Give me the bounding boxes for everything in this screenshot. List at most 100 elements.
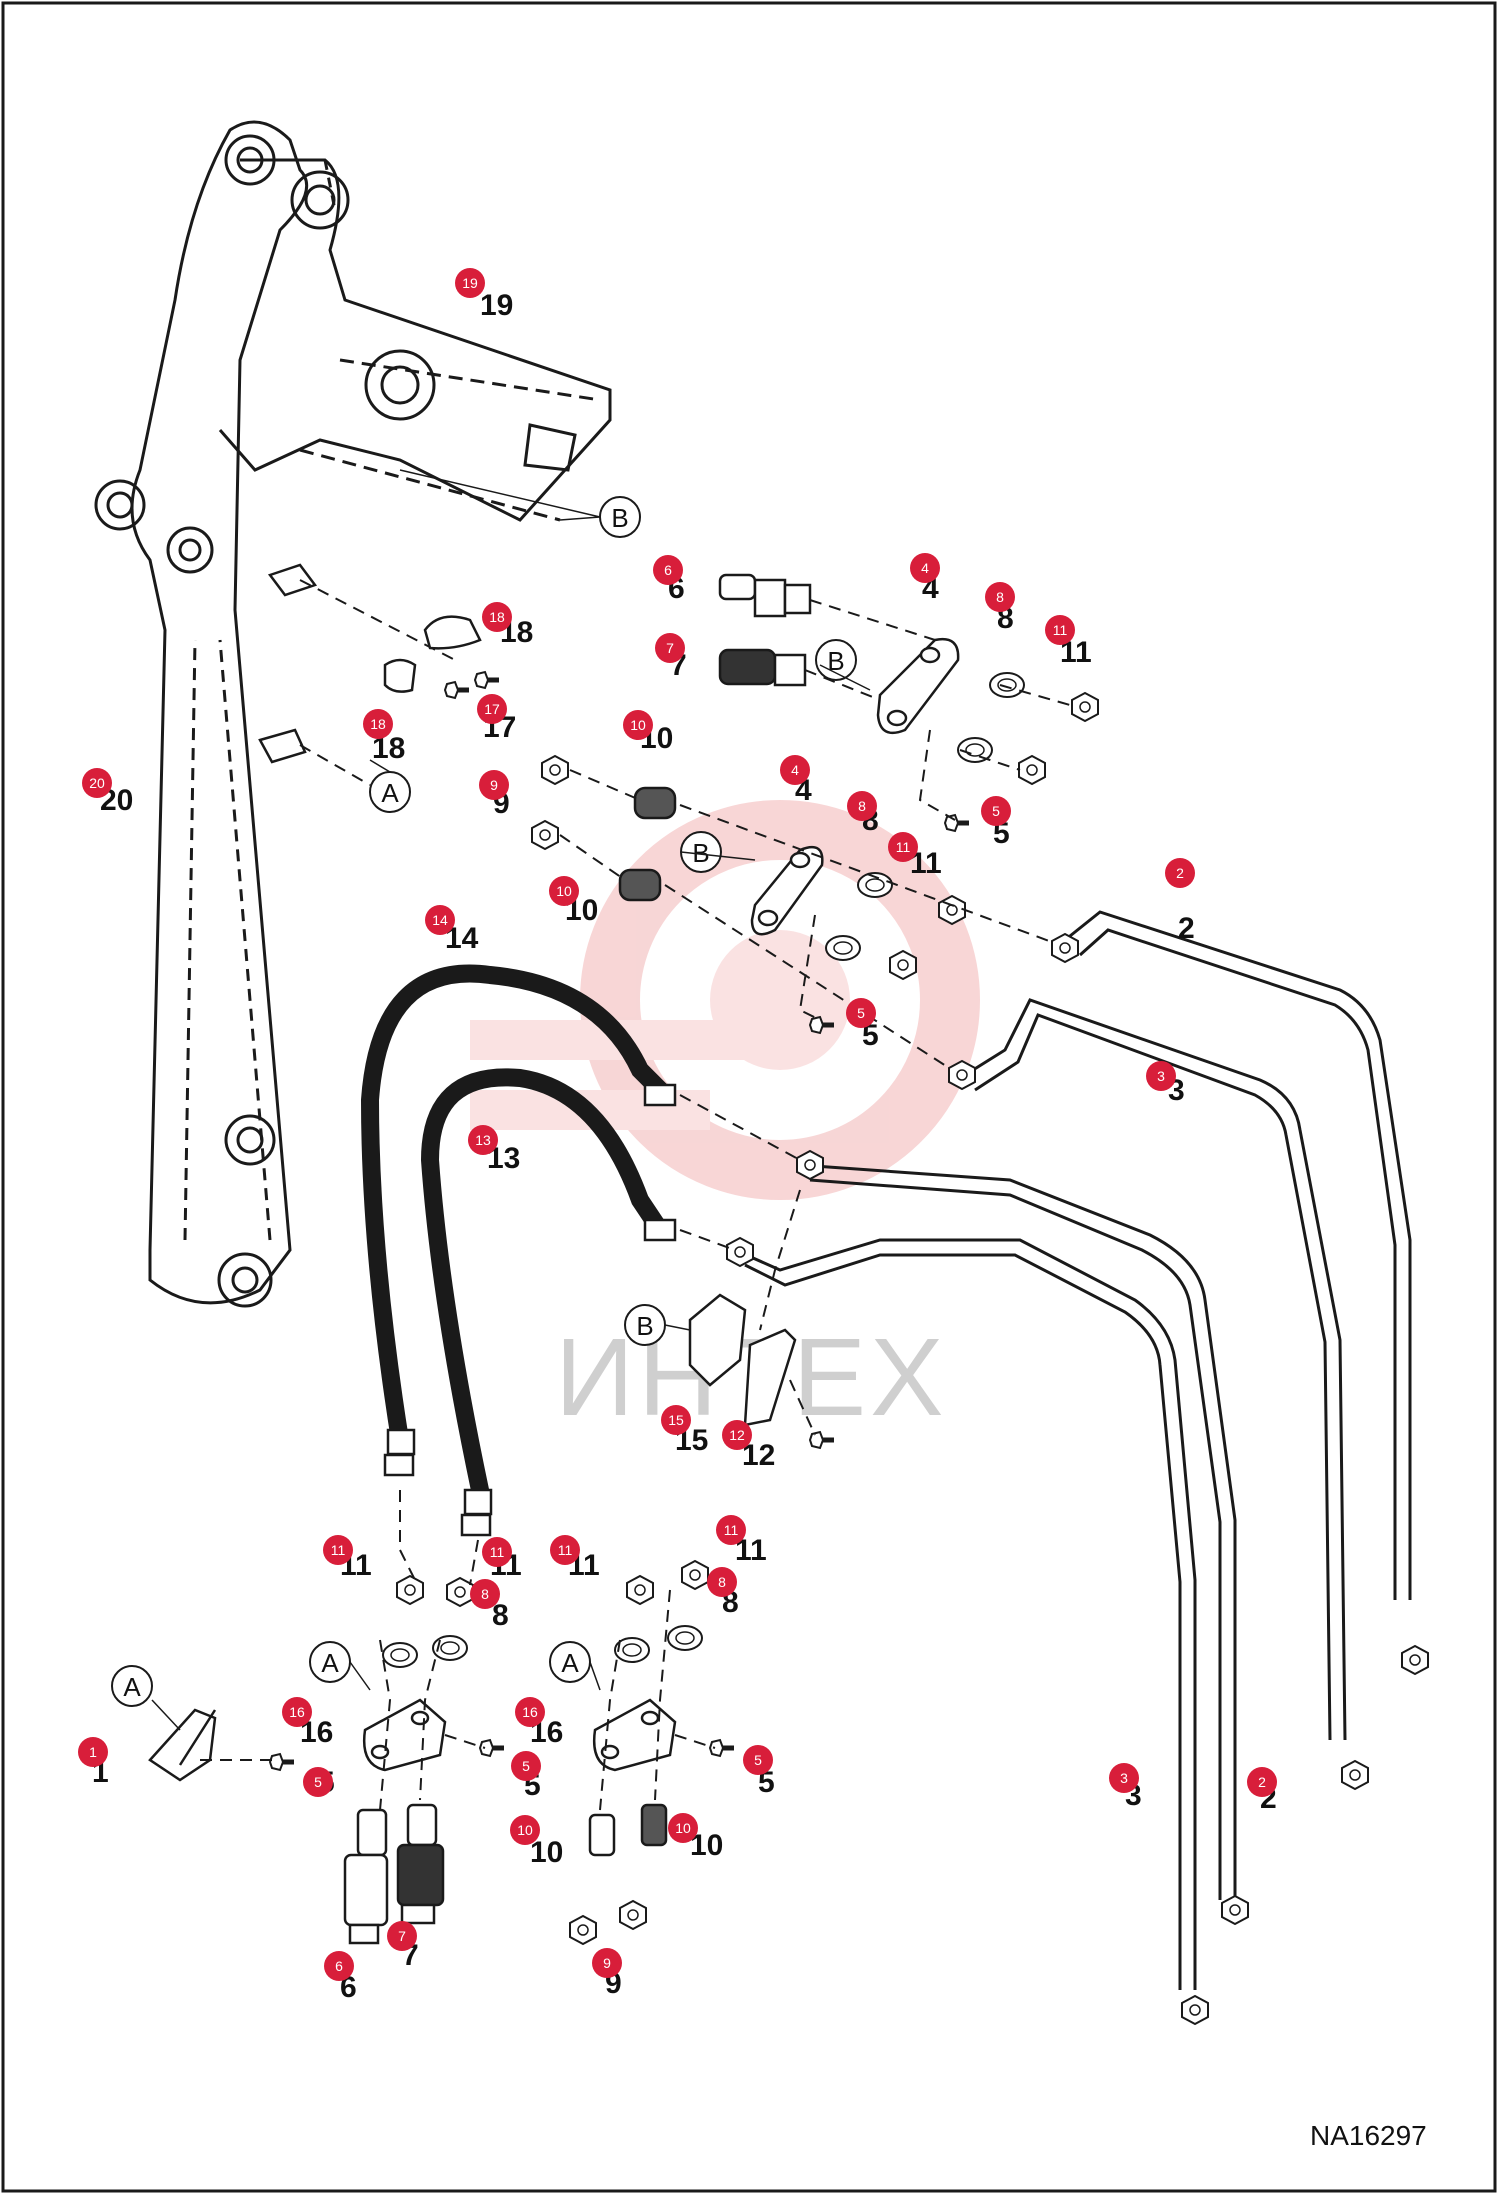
adapter-part-10-bottom (588, 1803, 668, 1857)
nut-part-11 (396, 1575, 424, 1605)
nut-part-9 (569, 1915, 597, 1945)
badge-13: 13 (468, 1125, 498, 1155)
badge-number: 6 (335, 1958, 343, 1974)
badge-number: 9 (603, 1955, 611, 1971)
coupler-part-7-top (718, 648, 807, 687)
badge-circle (510, 1815, 540, 1845)
badge-number: 11 (896, 839, 911, 855)
badge-circle (653, 555, 683, 585)
ref-label: A (321, 1648, 339, 1678)
nut-part-11 (1018, 755, 1046, 785)
badge-7: 7 (387, 1921, 417, 1951)
nut-part-9 (541, 755, 569, 785)
tube-end-fitting (1221, 1895, 1249, 1925)
callout-19: 19 (480, 289, 513, 322)
badge-circle (303, 1767, 333, 1797)
bracket-part-4-top (876, 637, 960, 735)
badge-number: 19 (462, 275, 478, 291)
nut-part-11 (626, 1575, 654, 1605)
badge-circle (655, 633, 685, 663)
badge-number: 9 (490, 777, 498, 793)
clamp-part-18 (383, 615, 482, 693)
badge-circle (425, 905, 455, 935)
badge-6: 6 (653, 555, 683, 585)
badge-number: 4 (921, 560, 929, 576)
badge-19: 19 (455, 268, 485, 298)
tube-fitting (1051, 933, 1079, 963)
badge-2: 2 (1165, 858, 1195, 888)
badge-number: 3 (1120, 1770, 1128, 1786)
badge-circle (1146, 1061, 1176, 1091)
tube-part-2 (799, 910, 1412, 1900)
badge-4: 4 (780, 755, 810, 785)
badge-3: 3 (1109, 1763, 1139, 1793)
badge-8: 8 (847, 791, 877, 821)
callout-2: 2 (1178, 912, 1195, 945)
badge-circle (1165, 858, 1195, 888)
badge-circle (549, 876, 579, 906)
ref-circle-a: A (369, 771, 411, 813)
badge-circle (985, 582, 1015, 612)
badge-8: 8 (985, 582, 1015, 612)
ref-label: B (827, 646, 844, 676)
badge-11: 11 (323, 1535, 353, 1565)
badge-circle (455, 268, 485, 298)
assembly-lines (759, 1189, 816, 1436)
ref-label: B (611, 503, 628, 533)
washer-part-8 (825, 935, 861, 961)
badge-circle (282, 1697, 312, 1727)
badge-number: 2 (1258, 1774, 1266, 1790)
washer-part-8 (989, 672, 1025, 698)
badge-8: 8 (707, 1567, 737, 1597)
badge-number: 16 (522, 1704, 538, 1720)
clamp-part-15 (688, 1293, 747, 1387)
badge-5: 5 (846, 998, 876, 1028)
badge-circle (482, 602, 512, 632)
badge-circle (716, 1515, 746, 1545)
badge-circle (1247, 1767, 1277, 1797)
badge-9: 9 (592, 1948, 622, 1978)
badge-circle (482, 1537, 512, 1567)
badge-circle (363, 709, 393, 739)
washer-part-8 (382, 1642, 418, 1668)
badge-1: 1 (78, 1737, 108, 1767)
arm-part-19 (218, 158, 612, 522)
badge-number: 10 (630, 717, 646, 733)
callout-5-mid: 5 (862, 1019, 879, 1052)
ref-label: B (692, 838, 709, 868)
badge-circle (468, 1125, 498, 1155)
callout-8-b1: 8 (492, 1599, 509, 1632)
badge-circle (82, 768, 112, 798)
badge-10: 10 (668, 1813, 698, 1843)
ref-circle-a: A (309, 1641, 351, 1683)
boom-part-20 (94, 120, 309, 1308)
badge-circle (78, 1737, 108, 1767)
badge-number: 13 (475, 1132, 491, 1148)
badge-circle (888, 832, 918, 862)
badge-18: 18 (363, 709, 393, 739)
callout-10-b1: 10 (530, 1836, 563, 1869)
badge-circle (1109, 1763, 1139, 1793)
badge-17: 17 (477, 694, 507, 724)
tube-end-fitting (1341, 1760, 1369, 1790)
badge-circle (592, 1948, 622, 1978)
badge-circle (477, 694, 507, 724)
badge-circle (910, 553, 940, 583)
ref-circle-a: A (549, 1641, 591, 1683)
badge-10: 10 (549, 876, 579, 906)
badge-circle (323, 1535, 353, 1565)
badge-14: 14 (425, 905, 455, 935)
ref-circle-a: A (111, 1665, 153, 1707)
badge-11: 11 (716, 1515, 746, 1545)
badge-16: 16 (515, 1697, 545, 1727)
badge-number: 11 (331, 1542, 346, 1558)
badge-12: 12 (722, 1420, 752, 1450)
washer-part-8 (667, 1625, 703, 1651)
badge-circle (479, 770, 509, 800)
badge-circle (324, 1951, 354, 1981)
badge-5: 5 (303, 1767, 333, 1797)
badge-number: 18 (370, 716, 386, 732)
badge-number: 8 (481, 1586, 489, 1602)
